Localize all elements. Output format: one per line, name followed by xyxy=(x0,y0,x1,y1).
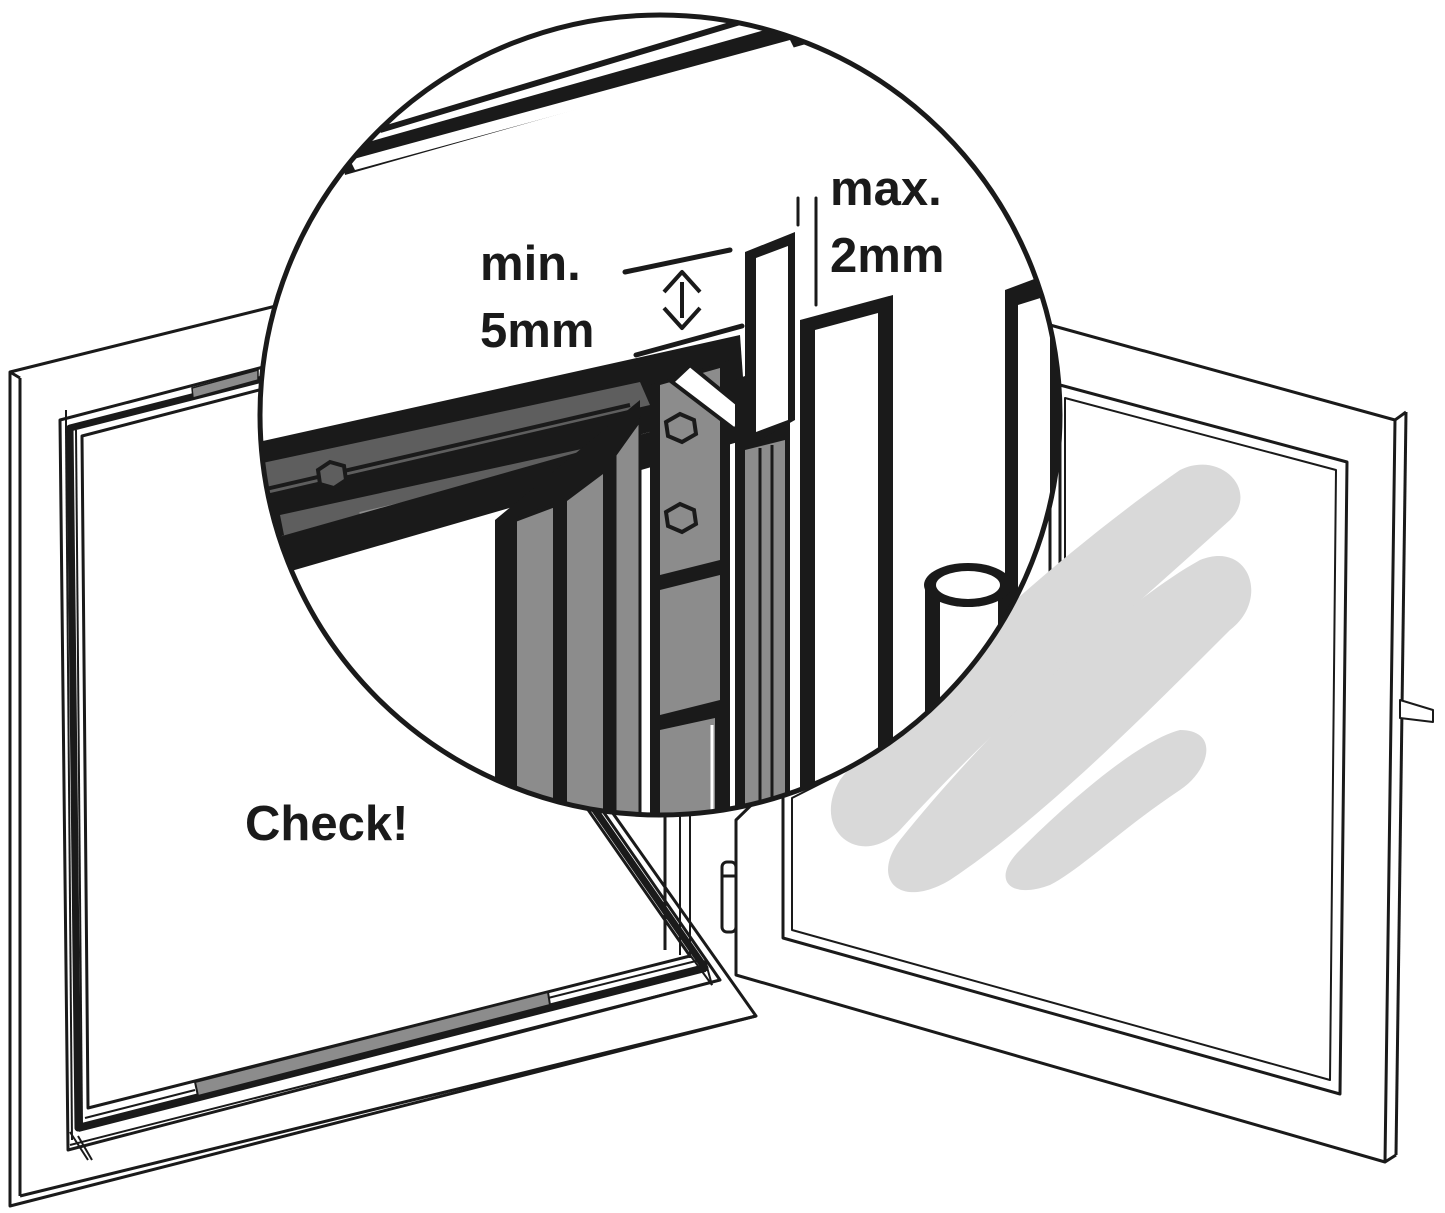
dimension-lines xyxy=(622,196,818,358)
min-label-line2: 5mm xyxy=(480,304,594,358)
double-arrow-icon xyxy=(662,270,702,330)
hinge xyxy=(720,860,738,934)
corner-clips xyxy=(65,410,713,1161)
glass-reflection xyxy=(830,464,1252,893)
max-label-line1: max. xyxy=(830,162,942,216)
magnifier-lens: min. 5mm max. 2mm xyxy=(257,12,1063,818)
min-label-line1: min. xyxy=(480,237,581,291)
left-window-frame xyxy=(8,298,758,1208)
left-frame-gaskets xyxy=(84,369,701,1119)
max-label-line2: 2mm xyxy=(830,229,944,283)
check-label: Check! xyxy=(245,797,408,851)
